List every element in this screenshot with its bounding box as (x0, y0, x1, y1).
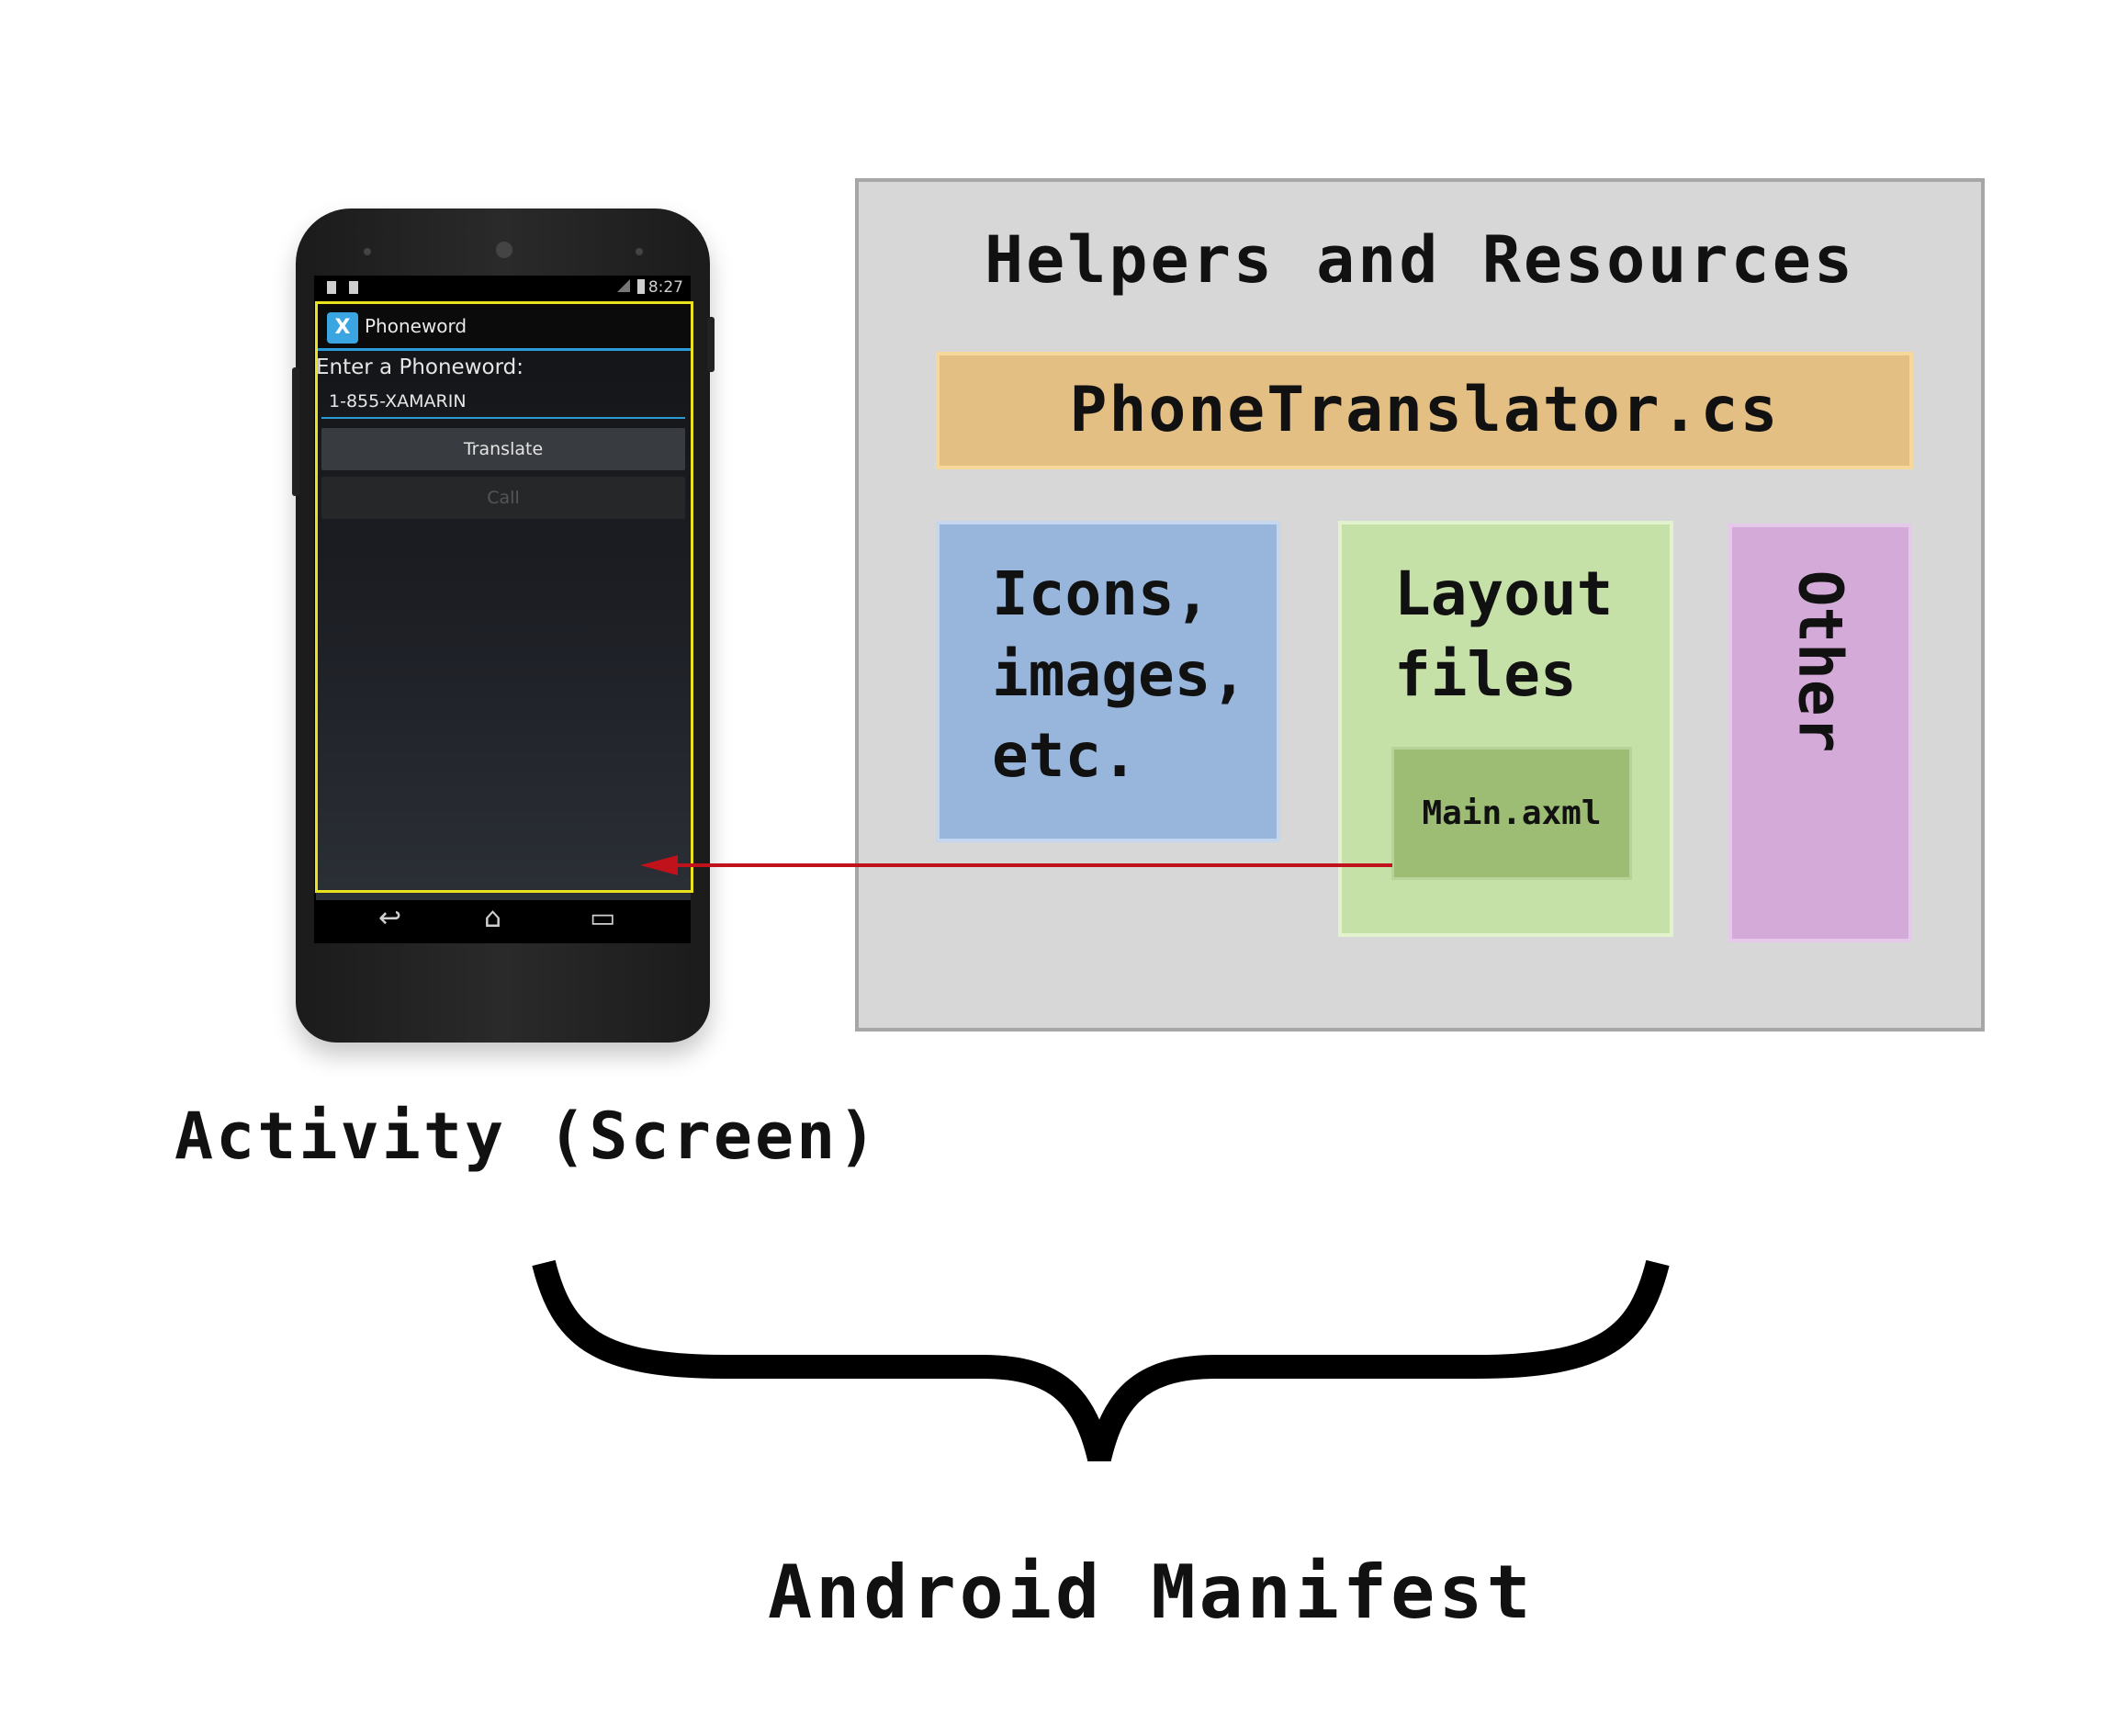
status-time: 8:27 (647, 278, 683, 297)
notification-icon (349, 281, 358, 294)
navigation-bar: ↩ ⌂ ▭ (314, 900, 691, 943)
status-bar: 8:27 (314, 276, 691, 299)
back-icon[interactable]: ↩ (378, 902, 402, 934)
manifest-brace (532, 1259, 1670, 1462)
phone-sensor (364, 248, 371, 255)
notification-icon (327, 281, 336, 294)
home-icon[interactable]: ⌂ (484, 902, 502, 934)
battery-icon (637, 279, 645, 294)
icons-images-label: Icons, images, etc. (992, 558, 1248, 791)
xamarin-logo-icon: X (327, 312, 358, 344)
app-title: Phoneword (365, 315, 467, 337)
other-box (1728, 524, 1912, 942)
arrow-head (640, 855, 678, 875)
activity-caption: Activity (Screen) (174, 1099, 880, 1174)
recents-icon[interactable]: ▭ (590, 902, 616, 934)
activity-highlight-box (315, 301, 693, 893)
phoneword-input[interactable]: 1-855-XAMARIN (321, 386, 685, 419)
signal-icon (617, 279, 630, 292)
call-button[interactable]: Call (321, 477, 685, 519)
manifest-caption: Android Manifest (768, 1550, 1535, 1635)
app-content-area (316, 303, 691, 900)
icons-images-box (936, 521, 1280, 842)
translate-button[interactable]: Translate (321, 428, 685, 470)
main-axml-box: Main.axml (1391, 747, 1632, 880)
layout-files-label: Layout files (1394, 558, 1614, 710)
action-bar (316, 303, 691, 351)
phoneword-prompt-label: Enter a Phoneword: (316, 355, 523, 379)
phone-volume-button (707, 317, 715, 372)
helpers-title: Helpers and Resources (984, 222, 1855, 298)
phone-side-button (292, 367, 299, 496)
phonetranslator-box: PhoneTranslator.cs (936, 352, 1913, 469)
phone-camera (496, 242, 512, 258)
phone-sensor (636, 248, 643, 255)
